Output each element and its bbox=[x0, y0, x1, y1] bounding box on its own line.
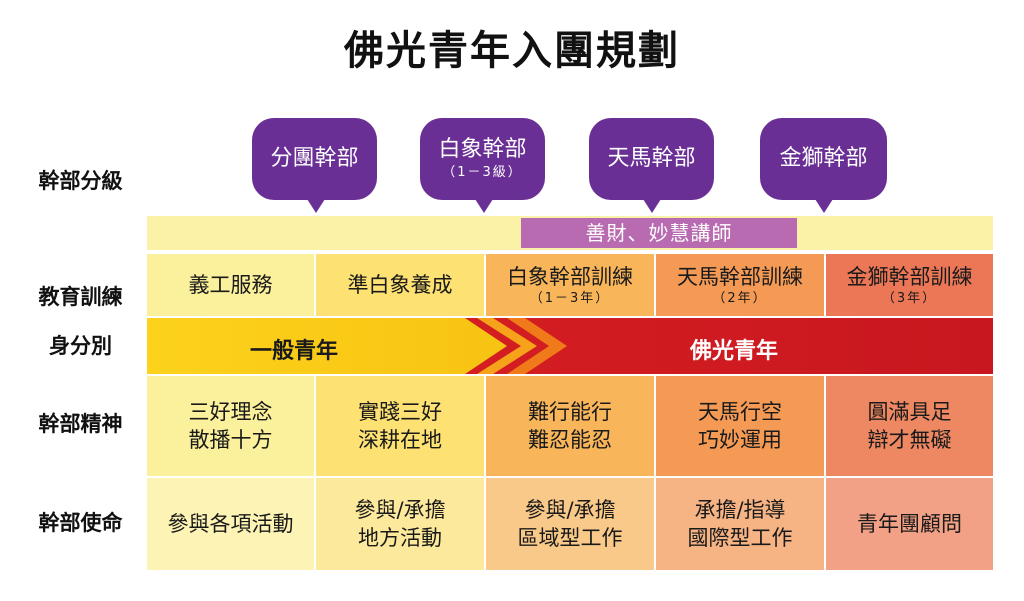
education-duration: （2年） bbox=[712, 291, 768, 306]
spirit-line1: 實踐三好 bbox=[358, 400, 442, 424]
education-cell: 義工服務 bbox=[147, 254, 314, 316]
spirit-line1: 難行能行 bbox=[528, 400, 612, 424]
spirit-line2: 難忍能忍 bbox=[528, 428, 612, 452]
chevron-2 bbox=[507, 318, 567, 374]
spirit-line1: 圓滿具足 bbox=[867, 400, 952, 424]
row-label-cadre-level: 幹部分級 bbox=[38, 169, 123, 193]
bubble-branch-cadre: 分團幹部 bbox=[252, 118, 377, 200]
spirit-line2: 巧妙運用 bbox=[698, 428, 782, 452]
teacher-label: 善財、妙慧講師 bbox=[521, 218, 797, 248]
row-label-spirit: 幹部精神 bbox=[38, 412, 123, 436]
bubble-white-elephant-cadre: 白象幹部 （1－3級） bbox=[420, 118, 545, 200]
education-cell: 天馬幹部訓練 （2年） bbox=[656, 254, 824, 316]
mission-cell: 參與/承擔 地方活動 bbox=[316, 478, 484, 570]
education-duration: （3年） bbox=[881, 291, 938, 306]
education-cell: 金獅幹部訓練 （3年） bbox=[826, 254, 993, 316]
education-label: 白象幹部訓練 bbox=[507, 265, 633, 289]
mission-line2: 地方活動 bbox=[358, 526, 442, 550]
mission-line2: 區域型工作 bbox=[517, 526, 623, 550]
row-label-identity: 身分別 bbox=[49, 334, 112, 358]
identity-general-label: 一般青年 bbox=[250, 339, 339, 364]
mission-cell: 承擔/指導 國際型工作 bbox=[656, 478, 824, 570]
page-title: 佛光青年入團規劃 bbox=[344, 27, 680, 74]
mission-cell: 參與/承擔 區域型工作 bbox=[486, 478, 654, 570]
mission-cell: 參與各項活動 bbox=[147, 478, 314, 570]
education-cell: 白象幹部訓練 （1－3年） bbox=[486, 254, 654, 316]
bubble-tail bbox=[475, 199, 493, 213]
mission-line1: 參與各項活動 bbox=[167, 512, 294, 536]
identity-fgs-label: 佛光青年 bbox=[690, 339, 779, 364]
education-label: 準白象養成 bbox=[347, 273, 453, 297]
bubble-label: 白象幹部 bbox=[438, 137, 527, 162]
bubble-sub: （1－3級） bbox=[442, 165, 523, 180]
spirit-cell: 實踐三好 深耕在地 bbox=[316, 376, 484, 476]
mission-line1: 承擔/指導 bbox=[694, 498, 786, 522]
spirit-cell: 難行能行 難忍能忍 bbox=[486, 376, 654, 476]
education-label: 金獅幹部訓練 bbox=[846, 265, 973, 289]
spirit-line2: 辯才無礙 bbox=[867, 428, 952, 452]
mission-line2: 國際型工作 bbox=[687, 526, 793, 550]
spirit-cell: 天馬行空 巧妙運用 bbox=[656, 376, 824, 476]
spirit-line1: 三好理念 bbox=[188, 400, 273, 424]
bubble-golden-lion-cadre: 金獅幹部 bbox=[760, 118, 887, 200]
bubble-label: 天馬幹部 bbox=[607, 146, 696, 171]
bubble-pegasus-cadre: 天馬幹部 bbox=[589, 118, 714, 200]
mission-cell: 青年團顧問 bbox=[826, 478, 993, 570]
mission-line1: 青年團顧問 bbox=[857, 512, 962, 536]
chevron-1 bbox=[477, 318, 537, 374]
spirit-line2: 散播十方 bbox=[188, 428, 273, 452]
bubble-tail bbox=[815, 199, 833, 213]
mission-line1: 參與/承擔 bbox=[524, 498, 616, 522]
bubble-label: 分團幹部 bbox=[270, 146, 359, 171]
row-label-education: 教育訓練 bbox=[38, 285, 123, 309]
bubble-label: 金獅幹部 bbox=[779, 146, 868, 171]
identity-arrow-bar bbox=[147, 318, 993, 374]
education-label: 天馬幹部訓練 bbox=[677, 265, 803, 289]
bubble-tail bbox=[307, 199, 325, 213]
mission-line1: 參與/承擔 bbox=[354, 498, 446, 522]
general-youth-arrow bbox=[147, 318, 507, 374]
spirit-cell: 圓滿具足 辯才無礙 bbox=[826, 376, 993, 476]
spirit-line2: 深耕在地 bbox=[358, 428, 442, 452]
education-duration: （1－3年） bbox=[529, 291, 611, 306]
spirit-cell: 三好理念 散播十方 bbox=[147, 376, 314, 476]
education-label: 義工服務 bbox=[188, 273, 273, 297]
education-cell: 準白象養成 bbox=[316, 254, 484, 316]
row-label-mission: 幹部使命 bbox=[38, 511, 123, 535]
spirit-line1: 天馬行空 bbox=[698, 400, 782, 424]
bubble-tail bbox=[643, 199, 661, 213]
